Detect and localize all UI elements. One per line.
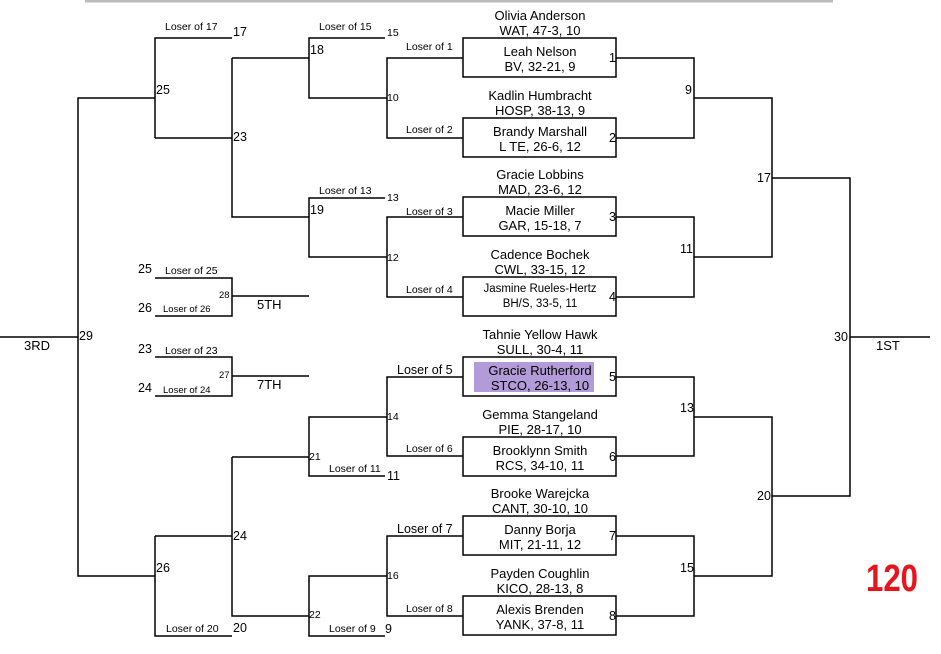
cons-number-18: 18	[310, 43, 324, 57]
loser-of-23-label: Loser of 23	[165, 345, 218, 357]
cons-number-13: 13	[387, 192, 399, 204]
match-number-2: 2	[609, 131, 616, 145]
wrestler-name: Brandy Marshall	[493, 124, 587, 139]
cons-number-23: 23	[233, 130, 247, 144]
wrestler-info: BH/S, 33-5, 11	[502, 298, 578, 310]
seed-26: 26	[138, 301, 152, 315]
match-number-20: 20	[757, 489, 771, 503]
wrestler-info: BV, 32-21, 9	[504, 59, 576, 74]
loser-of-8-label: Loser of 8	[406, 603, 453, 615]
seed-23: 23	[138, 342, 152, 356]
wrestler-info: PIE, 28-17, 10	[498, 422, 582, 437]
wrestler-info: RCS, 34-10, 11	[495, 458, 585, 473]
cons-number-11: 11	[387, 469, 400, 483]
cons-number-12: 12	[387, 252, 399, 264]
weight-class-label: 120	[866, 558, 918, 600]
match-number-13: 13	[680, 401, 694, 415]
cons-number-26: 26	[156, 561, 170, 575]
loser-of-25-label: Loser of 25	[165, 265, 218, 277]
loser-of-7-label: Loser of 7	[397, 522, 453, 536]
match-number-9: 9	[685, 83, 692, 97]
seed-24: 24	[138, 381, 152, 395]
wrestler-name: Gracie Rutherford	[488, 363, 592, 378]
third-place-label: 3RD	[24, 338, 51, 353]
match-number-8: 8	[609, 609, 616, 623]
wrestler-name: Macie Miller	[505, 203, 575, 218]
wrestler-name: Alexis Brenden	[496, 602, 584, 617]
loser-of-24-label: Loser of 24	[163, 385, 211, 396]
wrestler-name: Danny Borja	[504, 522, 576, 537]
wrestler-name: Brooklynn Smith	[492, 443, 588, 458]
fifth-place-label: 5TH	[257, 297, 282, 312]
loser-of-5-label: Loser of 5	[397, 363, 453, 377]
seventh-place-label: 7TH	[257, 377, 282, 392]
match-number-3: 3	[609, 210, 616, 224]
match-number-30: 30	[834, 330, 848, 344]
cons-number-28: 28	[219, 290, 230, 301]
cons-number-10: 10	[387, 92, 399, 104]
loser-of-26-label: Loser of 26	[163, 304, 211, 315]
wrestler-name: Olivia Anderson	[494, 8, 586, 23]
match-number-15: 15	[680, 561, 694, 575]
loser-of-3-label: Loser of 3	[406, 206, 453, 218]
cons-number-9: 9	[385, 622, 392, 636]
cons-number-25: 25	[156, 83, 170, 97]
match-number-1: 1	[609, 51, 616, 65]
wrestler-name: Cadence Bochek	[490, 247, 590, 262]
loser-of-20-label: Loser of 20	[166, 623, 219, 635]
seed-25: 25	[138, 262, 152, 276]
highlight-selected-wrestler	[474, 362, 594, 392]
loser-of-6-label: Loser of 6	[406, 443, 453, 455]
wrestler-info: KICO, 28-13, 8	[496, 581, 584, 596]
wrestler-info: L TE, 26-6, 12	[499, 139, 581, 154]
match-number-17: 17	[757, 171, 771, 185]
wrestler-info: GAR, 15-18, 7	[498, 218, 582, 233]
wrestler-info: CWL, 33-15, 12	[494, 262, 586, 277]
cons-number-20: 20	[233, 621, 247, 635]
cons-number-27: 27	[219, 370, 230, 381]
cons-number-22: 22	[309, 609, 321, 621]
loser-of-4-label: Loser of 4	[406, 284, 453, 296]
cons-number-19: 19	[310, 203, 324, 217]
wrestler-info: STCO, 26-13, 10	[490, 378, 590, 393]
cons-number-24: 24	[233, 529, 247, 543]
match-number-7: 7	[609, 529, 616, 543]
wrestler-name: Payden Coughlin	[490, 566, 590, 581]
wrestler-info: HOSP, 38-13, 9	[494, 103, 586, 118]
match-number-4: 4	[609, 290, 616, 304]
loser-of-2-label: Loser of 2	[406, 124, 453, 136]
cons-number-17: 17	[233, 25, 247, 39]
match-number-11: 11	[680, 242, 693, 256]
cons-number-21: 21	[309, 451, 321, 463]
loser-of-1-label: Loser of 1	[406, 41, 453, 53]
wrestler-info: WAT, 47-3, 10	[499, 23, 581, 38]
loser-of-9-label: Loser of 9	[329, 623, 376, 635]
wrestler-name: Jasmine Rueles-Hertz	[483, 283, 597, 295]
wrestler-info: YANK, 37-8, 11	[495, 617, 585, 632]
loser-of-11-label: Loser of 11	[329, 463, 381, 475]
wrestler-name: Gracie Lobbins	[496, 167, 584, 182]
wrestler-name: Gemma Stangeland	[482, 407, 598, 422]
first-place-label: 1ST	[876, 338, 900, 353]
loser-of-15-label: Loser of 15	[319, 21, 372, 33]
match-number-6: 6	[609, 450, 616, 464]
cons-number-29: 29	[79, 329, 93, 343]
wrestler-info: SULL, 30-4, 11	[496, 342, 584, 357]
cons-number-14: 14	[387, 411, 399, 423]
wrestler-info: MIT, 21-11, 12	[498, 537, 582, 552]
loser-of-13-label: Loser of 13	[319, 185, 372, 197]
wrestler-name: Leah Nelson	[503, 44, 577, 59]
wrestler-name: Tahnie Yellow Hawk	[482, 327, 598, 342]
cons-number-16: 16	[387, 570, 399, 582]
wrestler-name: Kadlin Humbracht	[488, 88, 592, 103]
match-number-5: 5	[609, 370, 616, 384]
cons-number-15: 15	[387, 27, 399, 39]
loser-of-17-label: Loser of 17	[165, 21, 218, 33]
wrestler-info: CANT, 30-10, 10	[491, 501, 589, 516]
wrestler-info: MAD, 23-6, 12	[498, 182, 582, 197]
wrestler-name: Brooke Warejcka	[490, 486, 590, 501]
